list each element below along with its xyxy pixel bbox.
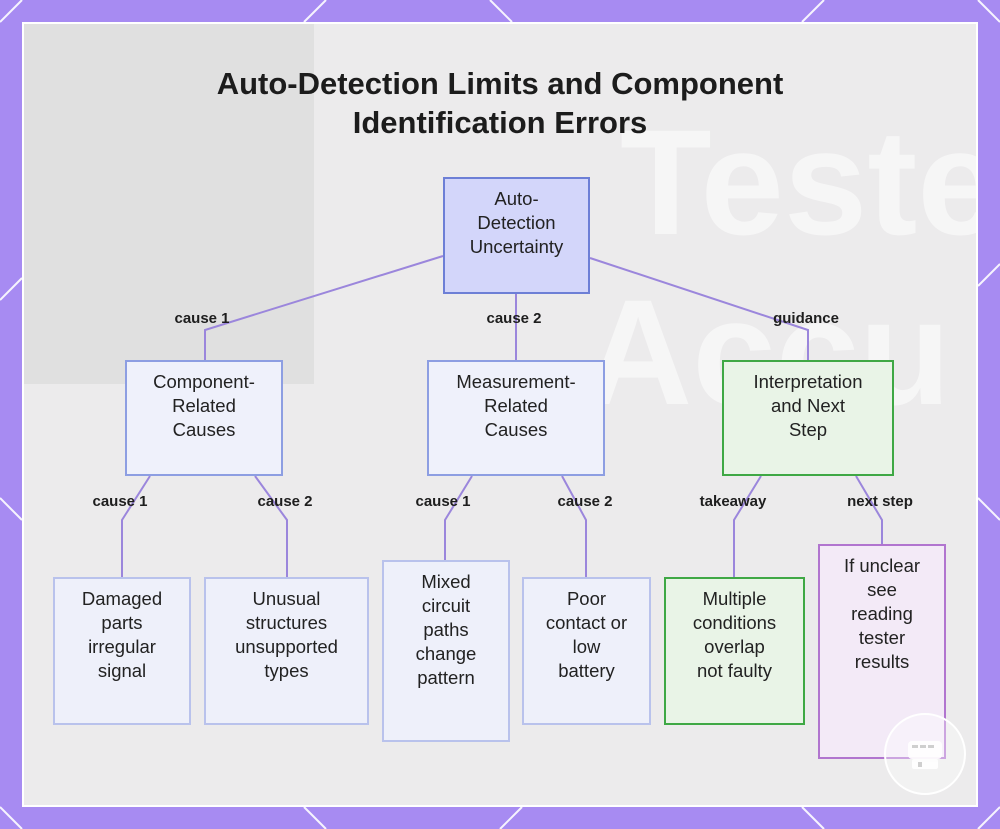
edge-interp-multiple (733, 475, 762, 577)
node-line: Multiple (702, 588, 767, 609)
edge-interp-unclear (855, 475, 883, 544)
node-root-line: Detection (477, 212, 556, 233)
node-component-causes: Component- Related Causes (125, 360, 283, 476)
edge-measurement-mixed (444, 475, 473, 560)
node-line: and Next (770, 395, 846, 416)
node-damaged-parts: Damaged parts irregular signal (53, 577, 191, 725)
node-mixed-circuit: Mixed circuit paths change pattern (382, 560, 510, 742)
node-line: If unclear (843, 555, 921, 576)
watermark-line-1: Teste (620, 98, 978, 266)
node-line: unsupported (235, 636, 338, 657)
node-line: Related (484, 395, 548, 416)
node-line: circuit (421, 595, 471, 616)
node-line: paths (423, 619, 469, 640)
node-if-unclear: If unclear see reading tester results (818, 544, 946, 759)
edge-measurement-poor (561, 475, 587, 577)
badge-icon (884, 713, 966, 795)
node-line: change (415, 643, 477, 664)
node-line: Measurement- (456, 371, 576, 392)
title-line-2: Identification Errors (352, 105, 648, 140)
edge-label-root-cause1: cause 1 (174, 310, 230, 327)
node-root: Auto- Detection Uncertainty (443, 177, 590, 294)
node-line: reading (851, 603, 913, 624)
edge-label-meas-cause1: cause 1 (415, 493, 471, 510)
node-line: parts (101, 612, 143, 633)
node-line: see (867, 579, 897, 600)
edge-label-root-guidance: guidance (773, 310, 839, 327)
node-line: structures (245, 612, 328, 633)
edge-component-damaged (121, 475, 151, 577)
edge-label-comp-cause2: cause 2 (257, 493, 313, 510)
edge-root-component (204, 255, 444, 360)
node-line: not faulty (696, 660, 773, 681)
node-line: tester (858, 627, 906, 648)
diagram-title: Auto-Detection Limits and Component Iden… (0, 64, 1000, 142)
edge-component-unusual (254, 475, 288, 577)
node-line: signal (97, 660, 147, 681)
node-multiple-conditions: Multiple conditions overlap not faulty (664, 577, 805, 725)
node-line: Component- (153, 371, 255, 392)
node-interpretation: Interpretation and Next Step (722, 360, 894, 476)
node-poor-contact: Poor contact or low battery (522, 577, 651, 725)
node-line: Mixed (421, 571, 471, 592)
node-line: contact or (545, 612, 628, 633)
node-line: types (264, 660, 309, 681)
node-measurement-causes: Measurement- Related Causes (427, 360, 605, 476)
node-unusual-structures: Unusual structures unsupported types (204, 577, 369, 725)
node-line: Related (172, 395, 236, 416)
edge-label-comp-cause1: cause 1 (92, 493, 148, 510)
title-line-1: Auto-Detection Limits and Component (216, 66, 784, 101)
node-line: Step (788, 419, 828, 440)
node-root-line: Auto- (494, 188, 539, 209)
node-line: Unusual (252, 588, 321, 609)
edge-label-meas-cause2: cause 2 (557, 493, 613, 510)
node-line: pattern (417, 667, 475, 688)
node-line: low (572, 636, 601, 657)
node-line: conditions (692, 612, 777, 633)
edge-label-root-cause2: cause 2 (486, 310, 542, 327)
edge-label-interp-takeaway: takeaway (699, 493, 767, 510)
edge-label-interp-next-step: next step (847, 493, 913, 510)
node-line: Causes (172, 419, 236, 440)
node-root-line: Uncertainty (469, 236, 564, 257)
node-line: Causes (484, 419, 548, 440)
node-line: Poor (566, 588, 607, 609)
edge-root-interpretation (589, 257, 809, 360)
node-line: Damaged (81, 588, 163, 609)
node-line: irregular (88, 636, 156, 657)
node-line: Interpretation (753, 371, 863, 392)
node-line: battery (558, 660, 615, 681)
node-line: results (854, 651, 910, 672)
node-line: overlap (704, 636, 765, 657)
